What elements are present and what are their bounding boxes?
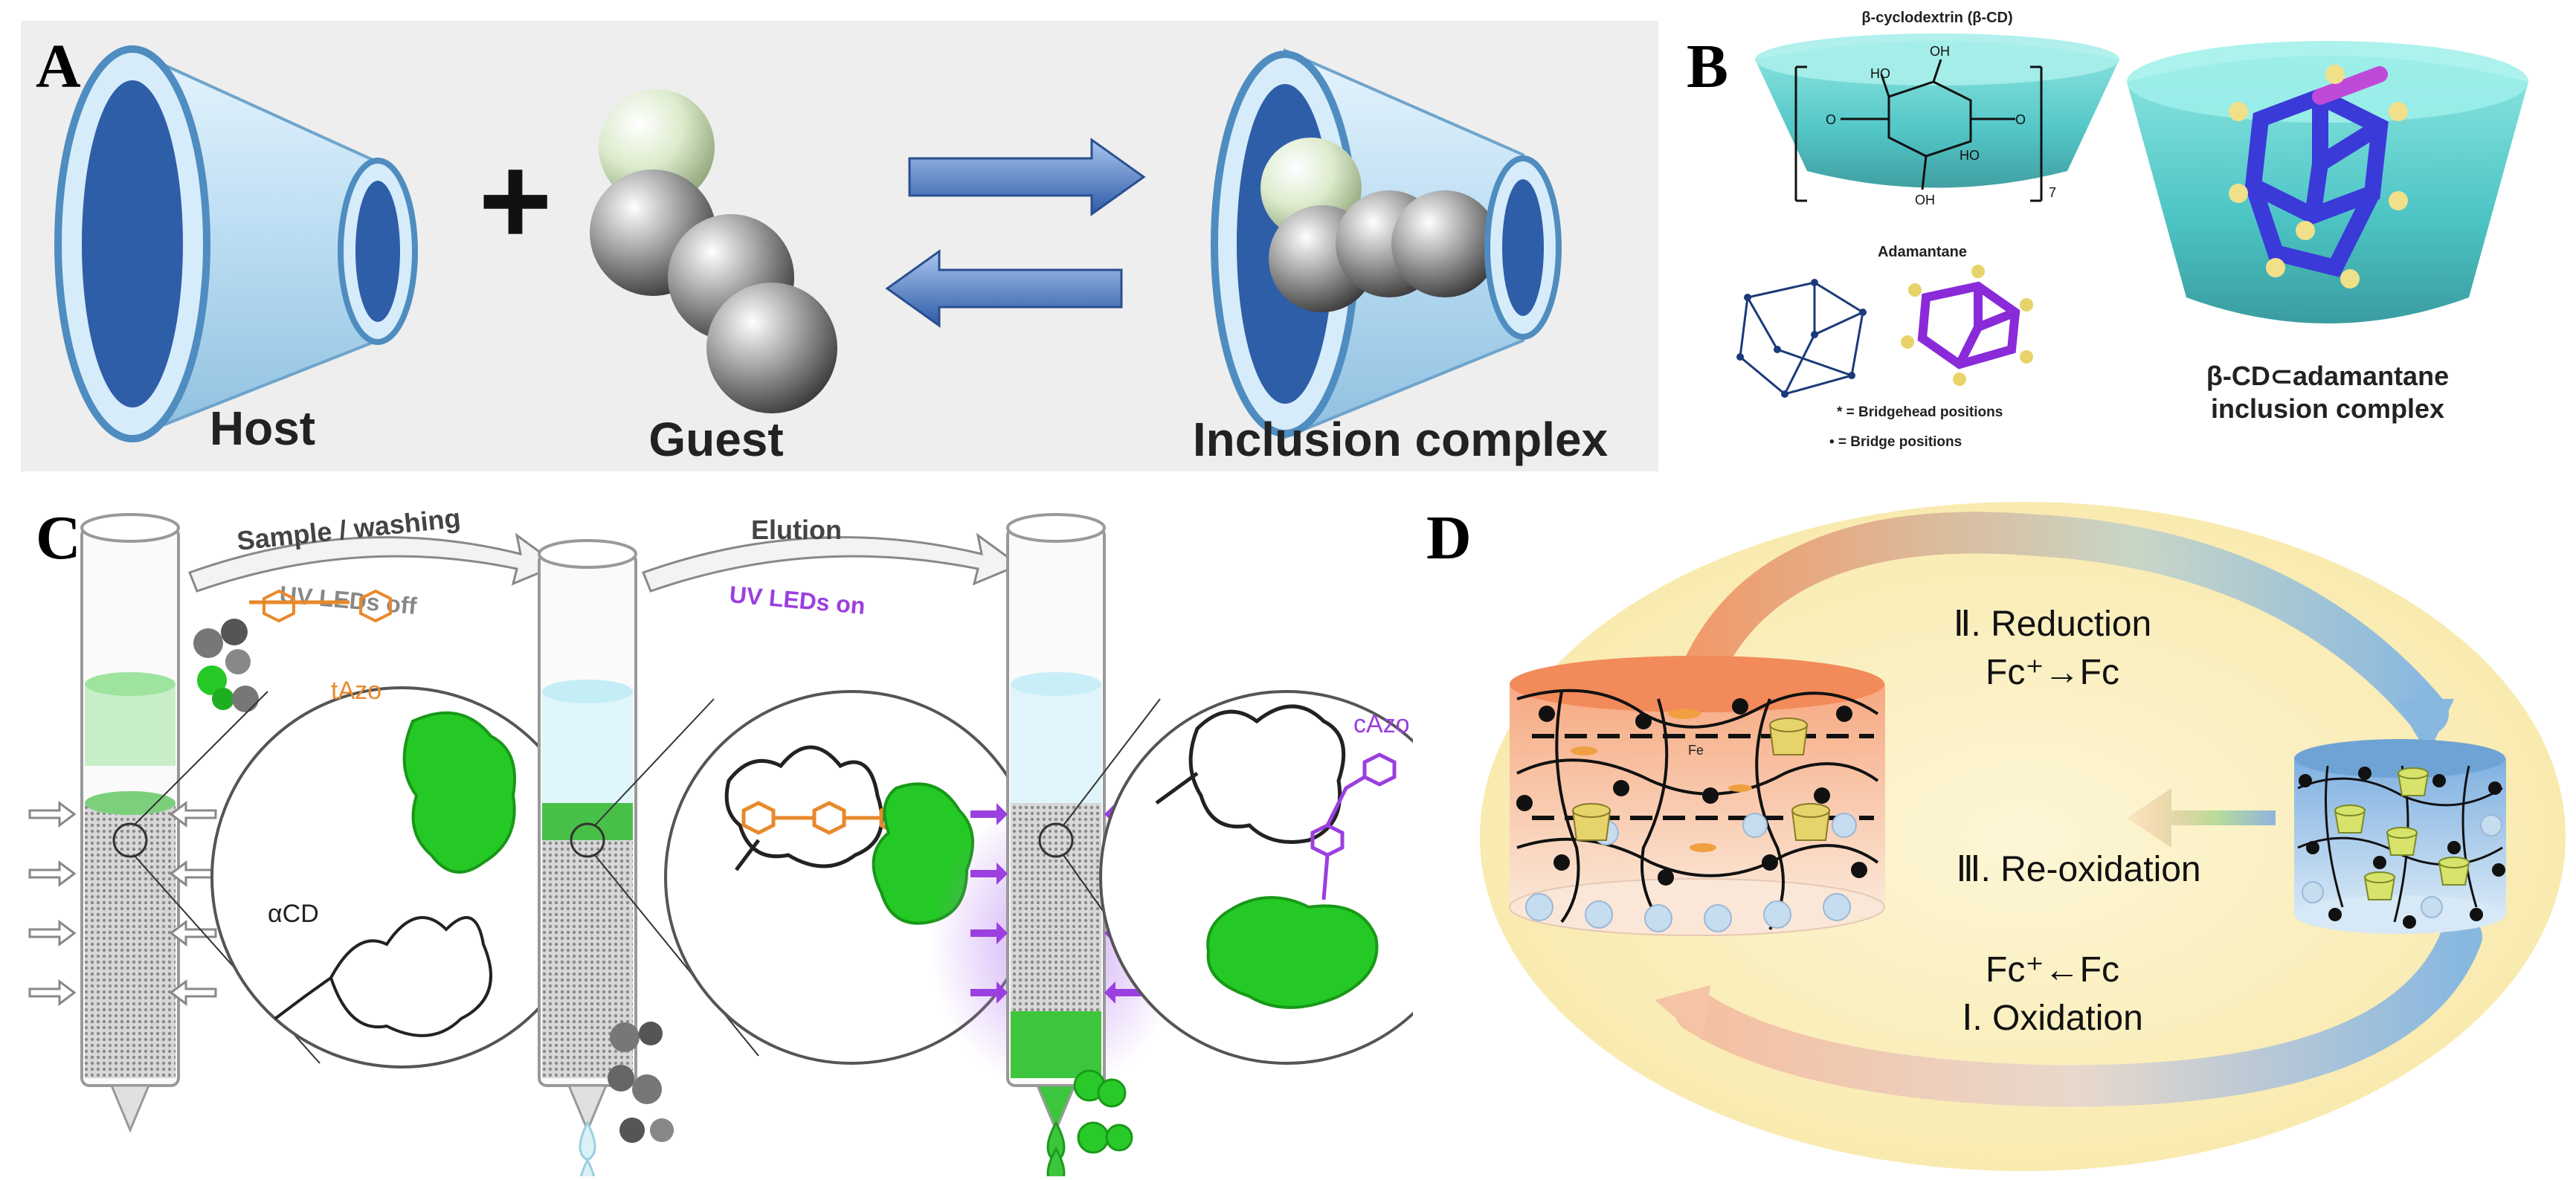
column-1: [80, 513, 180, 1133]
panel-d-label: D: [1426, 503, 1472, 573]
waste-particles: [608, 1022, 674, 1143]
reduction-arrowhead: [2395, 699, 2454, 755]
complex-title-line2: inclusion complex: [2211, 393, 2444, 424]
reoxidation-step: Ⅲ. Re-oxidation: [1956, 850, 2200, 889]
atom-o-1: O: [1826, 112, 1836, 127]
column-diagram: Sample / washing UV LEDs off Elution UV …: [28, 503, 1474, 1180]
cazo-label: cAzo: [1353, 710, 1410, 738]
redox-cycle-diagram: Fe: [1480, 502, 2566, 1171]
panel-a-label: A: [36, 32, 81, 101]
magnifier-3: [1063, 690, 1474, 1065]
adamantane-line-structure: [1739, 281, 1864, 396]
step2-title: Elution: [751, 515, 842, 545]
panel-c: Sample / washing UV LEDs off Elution UV …: [0, 483, 1474, 1180]
step1-subtitle: UV LEDs off: [278, 581, 418, 619]
equilibrium-arrows: [885, 138, 1146, 328]
host-label: Host: [210, 402, 315, 455]
tazo-label: tAzo: [331, 677, 381, 705]
oxidation-step: Ⅰ. Oxidation: [1962, 999, 2143, 1038]
reduction-arc: [1678, 512, 2449, 735]
panel-b: β-cyclodextrin (β-CD) HO OH OH O O HO 7 …: [1666, 0, 2576, 476]
fe-label: Fe: [1688, 743, 1704, 758]
acd-label: αCD: [268, 900, 319, 928]
cd-title: β-cyclodextrin (β-CD): [1861, 10, 2012, 26]
adamantane-h-atoms: [1901, 265, 2033, 386]
reduced-gel: [2294, 739, 2506, 934]
step2-subtitle: UV LEDs on: [728, 581, 866, 619]
eluted-proteins: [1073, 1069, 1133, 1154]
reduction-equation: Fc⁺→Fc: [1986, 653, 2119, 692]
atom-ho-2: HO: [1960, 148, 1980, 163]
oxidation-arc: [1675, 916, 2482, 1107]
legend-bridgehead: * = Bridgehead positions: [1837, 404, 2003, 420]
legend-bridge: • = Bridge positions: [1829, 434, 1962, 450]
cyclodextrin-diagram: β-cyclodextrin (β-CD) HO OH OH O O HO 7 …: [1736, 10, 2528, 450]
plus-sign: +: [478, 130, 552, 271]
sample-particles: [193, 619, 259, 712]
atom-ho-1: HO: [1870, 66, 1890, 81]
guest-label: Guest: [648, 413, 783, 466]
panel-c-label: C: [36, 503, 81, 573]
cd-rings-oxidized: [1571, 709, 1831, 852]
panel-a: + Host Guest Inclusion complex: [21, 21, 1658, 471]
host-cone: [54, 45, 418, 442]
atom-oh-1: OH: [1930, 44, 1950, 59]
adamantane-3d-model: [1917, 281, 2020, 370]
oxidation-arrowhead: [1655, 985, 1710, 1041]
oxidation-equation: Fc⁺←Fc: [1986, 950, 2119, 990]
atom-o-2: O: [2015, 112, 2026, 127]
eluted-drops: [1046, 1120, 1066, 1180]
cd-adamantane-complex: [2127, 41, 2528, 323]
atom-oh-2: OH: [1915, 193, 1935, 207]
complex-title-line1: β-CD⊂adamantane: [2206, 361, 2449, 391]
column-3: [1006, 513, 1106, 1133]
reoxidation-arrow: [2127, 788, 2276, 848]
reduction-step: Ⅱ. Reduction: [1954, 604, 2151, 644]
host-guest-diagram: + Host Guest Inclusion complex: [54, 45, 1609, 466]
step-arrows: [188, 532, 1022, 593]
inclusion-complex-label: Inclusion complex: [1193, 413, 1609, 466]
panel-d: Fe: [1472, 476, 2576, 1176]
subscript-seven: 7: [2049, 185, 2056, 200]
inclusion-complex: [1211, 48, 1562, 439]
adamantane-title: Adamantane: [1878, 244, 1967, 260]
guest-molecule: [590, 89, 837, 413]
glucose-structure: [1794, 59, 2043, 202]
panel-b-label: B: [1687, 32, 1729, 101]
drops: [579, 1120, 596, 1180]
adamantane-atoms: [1736, 279, 1867, 398]
magnifier-1: [133, 589, 593, 1068]
column-2: [538, 539, 637, 1133]
oxidized-gel: [1509, 656, 1885, 936]
column-1-led-arrows: [28, 801, 217, 1006]
